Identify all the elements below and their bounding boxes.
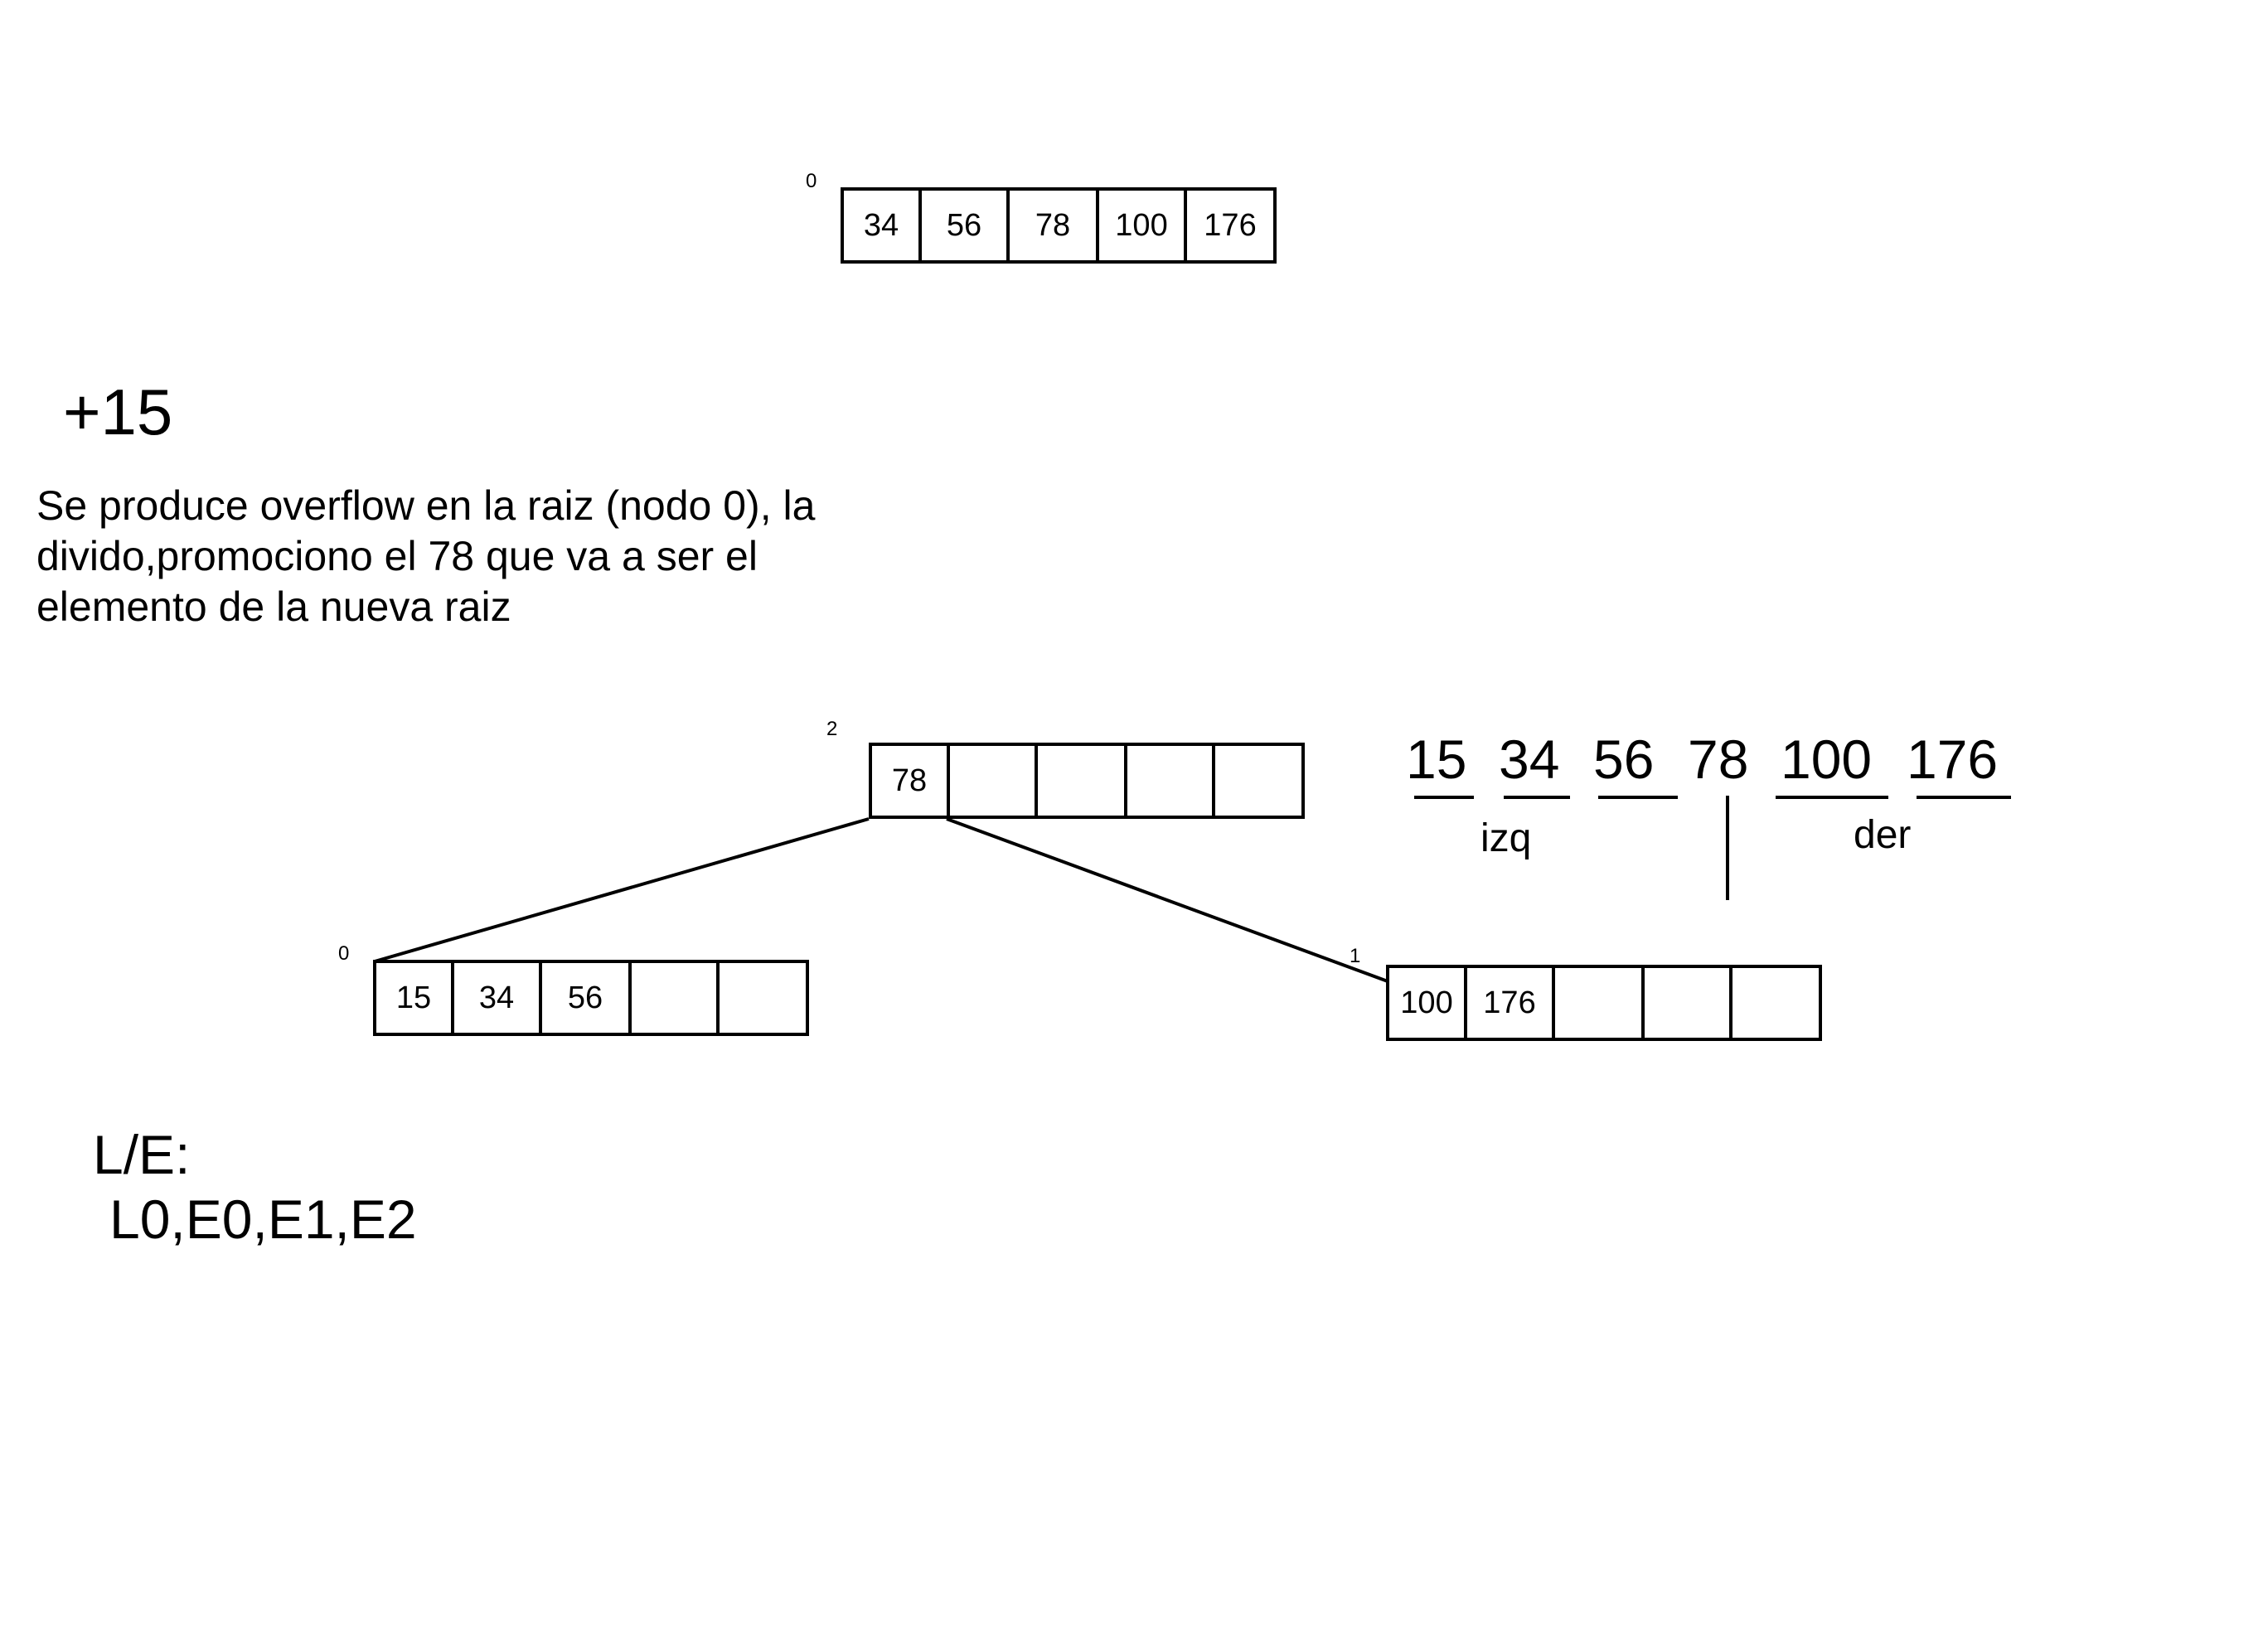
right-node-key: 176 bbox=[1467, 968, 1555, 1038]
right-node-key bbox=[1555, 968, 1645, 1038]
root-node-id: 2 bbox=[826, 718, 838, 740]
sequence-value: 176 bbox=[1907, 729, 1999, 790]
initial-node-key: 34 bbox=[844, 191, 922, 260]
explanation-text: Se produce overflow en la raiz (nodo 0),… bbox=[36, 482, 816, 630]
sequence-underline bbox=[1917, 796, 2011, 799]
sequence-underline bbox=[1414, 796, 1474, 799]
right-node-key bbox=[1645, 968, 1732, 1038]
edge-root-to-left bbox=[374, 817, 870, 963]
sequence-value: 100 bbox=[1781, 729, 1873, 790]
left-node-key: 15 bbox=[376, 963, 454, 1033]
initial-node-key: 176 bbox=[1204, 207, 1257, 243]
root-node: 78 bbox=[869, 743, 1305, 819]
initial-node-key: 100 bbox=[1099, 191, 1187, 260]
insert-label: +15 bbox=[63, 375, 173, 448]
initial-node-key: 56 bbox=[922, 191, 1010, 260]
sequence-underline bbox=[1598, 796, 1678, 799]
initial-node-key: 78 bbox=[1010, 191, 1099, 260]
right-node: 100 176 bbox=[1386, 965, 1822, 1041]
right-half-label: der bbox=[1854, 813, 1912, 857]
right-node-key bbox=[1732, 968, 1819, 1038]
right-node-id: 1 bbox=[1350, 945, 1361, 967]
root-node-key bbox=[1127, 746, 1215, 816]
left-half-label: izq bbox=[1480, 816, 1532, 860]
left-node: 15 34 56 bbox=[373, 960, 809, 1036]
left-node-key bbox=[632, 963, 720, 1033]
io-operations: L0,E0,E1,E2 bbox=[109, 1189, 417, 1250]
sequence-value: 34 bbox=[1499, 729, 1560, 790]
initial-node: 34 56 78 100 176 bbox=[841, 187, 1277, 264]
root-node-key bbox=[1215, 746, 1301, 816]
root-node-key bbox=[1038, 746, 1127, 816]
sequence-value: 78 bbox=[1688, 729, 1749, 790]
io-title: L/E: bbox=[93, 1124, 191, 1185]
sequence-underline bbox=[1776, 796, 1888, 799]
initial-node-id: 0 bbox=[806, 170, 817, 192]
left-node-key bbox=[720, 963, 806, 1033]
sequence-underline bbox=[1504, 796, 1570, 799]
sequence-value: 15 bbox=[1406, 729, 1467, 790]
edge-root-to-right bbox=[946, 817, 1388, 983]
sequence-value: 56 bbox=[1593, 729, 1655, 790]
left-node-id: 0 bbox=[338, 942, 350, 965]
right-node-key: 100 bbox=[1389, 968, 1467, 1038]
root-node-key: 78 bbox=[872, 746, 950, 816]
left-node-key: 56 bbox=[542, 963, 632, 1033]
root-node-key bbox=[950, 746, 1038, 816]
left-node-key: 34 bbox=[454, 963, 542, 1033]
